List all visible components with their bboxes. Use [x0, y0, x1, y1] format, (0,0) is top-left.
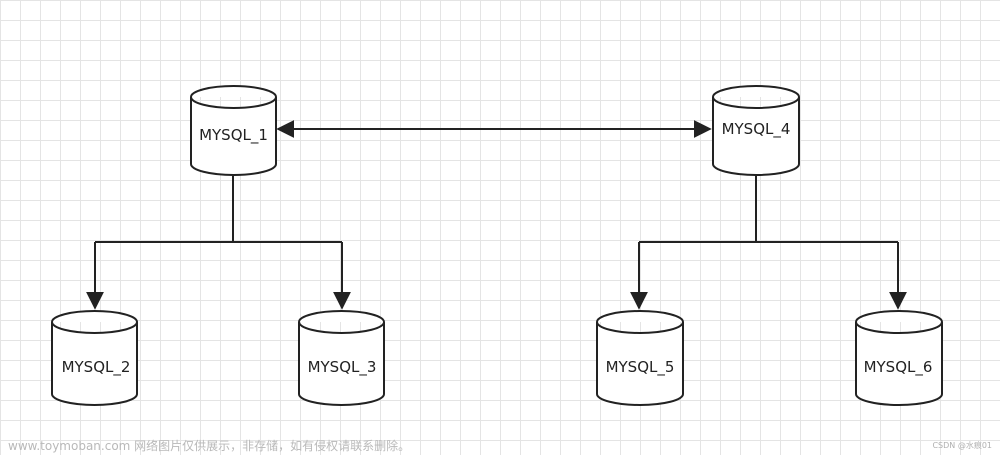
database-cylinder-icon	[51, 310, 138, 406]
node-label: MYSQL_3	[308, 358, 377, 377]
credit-text: CSDN @水痕01	[932, 441, 992, 450]
node-label: MYSQL_4	[722, 120, 791, 139]
connector-mysql4-trunk[interactable]	[639, 176, 898, 243]
node-label: MYSQL_5	[606, 358, 675, 377]
connector-mysql1-trunk[interactable]	[95, 176, 342, 243]
database-cylinder-icon	[298, 310, 385, 406]
db-node-mysql1[interactable]: MYSQL_1	[190, 85, 277, 176]
watermark-text: www.toymoban.com 网络图片仅供展示，非存储，如有侵权请联系删除。	[8, 439, 411, 453]
db-node-mysql2[interactable]: MYSQL_2	[51, 310, 138, 406]
node-label: MYSQL_6	[864, 358, 933, 377]
db-node-mysql3[interactable]: MYSQL_3	[298, 310, 385, 406]
node-label: MYSQL_2	[62, 358, 131, 377]
database-cylinder-icon	[190, 85, 277, 176]
database-cylinder-icon	[855, 310, 943, 406]
db-node-mysql4[interactable]: MYSQL_4	[712, 85, 800, 176]
connectors	[86, 120, 907, 310]
node-label: MYSQL_1	[199, 126, 268, 145]
database-cylinder-icon	[596, 310, 684, 406]
db-node-mysql6[interactable]: MYSQL_6	[855, 310, 943, 406]
database-cylinder-icon	[712, 85, 800, 176]
db-node-mysql5[interactable]: MYSQL_5	[596, 310, 684, 406]
